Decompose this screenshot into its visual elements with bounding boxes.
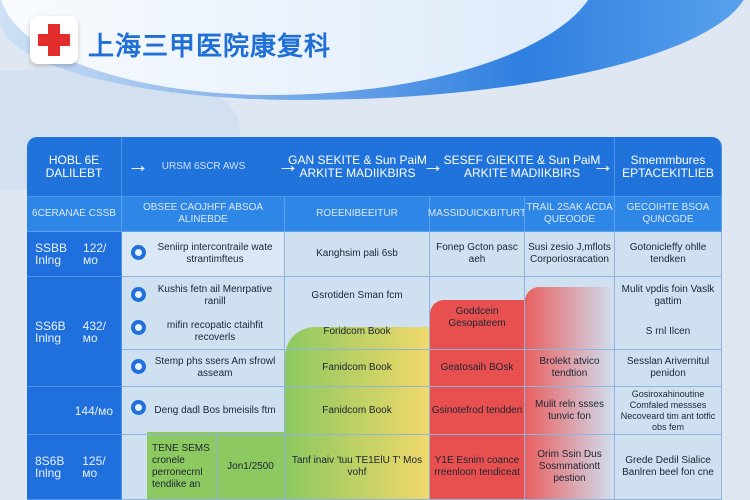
subheader-cell: 6CERANAE CSSB xyxy=(27,197,122,232)
table-cell: Mulit reln ssses tunvic fon xyxy=(525,387,615,435)
plan-price: 122/мо xyxy=(83,241,107,267)
table-cell: Gosiroxahinoutine Comfaled messses Necov… xyxy=(615,387,722,435)
row-label: 8S6B Inlng 125/мо xyxy=(27,435,122,500)
plan-price: 125/мо xyxy=(82,454,106,480)
plan-name: SS6B Inlng xyxy=(35,318,66,345)
progress-zone-green-yellow xyxy=(285,327,430,500)
table-cell: Foridcom Book xyxy=(285,314,430,350)
table-cell: Mulit vpdis foin Vaslk gattim xyxy=(615,277,722,314)
row-label: SS6B Inlng 432/мо xyxy=(27,277,122,387)
plan-price: 144/мо xyxy=(74,403,113,418)
table-cell: Orim Ssin Dus Sosmmationtt pestion xyxy=(525,435,615,500)
table-cell: Susi zesio J,mflots Corporiosracation xyxy=(525,232,615,277)
row-label: SSBB Inlng 122/мо xyxy=(27,232,122,277)
table-cell: Deng dadl Bos bmeisils ftm xyxy=(122,387,285,435)
table-cell xyxy=(525,277,615,350)
subheader-cell: OBSEE CAOJHFF ABSOA ALINEBDE xyxy=(122,197,285,232)
subheader-cell: GECOIHTE BSOA QUNCGDE xyxy=(615,197,722,232)
table-cell: Gotonicleffy ohlle tendken xyxy=(615,232,722,277)
table-cell: Fonep Gcton pasc aeh xyxy=(430,232,525,277)
table-cell: Geatosaih BOsk xyxy=(430,350,525,387)
header-cell: GAN SEKITE & Sun PaiM ARKITE MADIIKBIRS xyxy=(285,137,430,197)
arrow-right-icon: → xyxy=(127,152,149,177)
radio-icon[interactable] xyxy=(131,359,146,374)
plan-name: 8S6B Inlng xyxy=(35,454,65,480)
radio-icon[interactable] xyxy=(131,400,146,415)
subheader-cell: TRAIL 2SAK ACDA QUEOODE xyxy=(525,197,615,232)
table-cell: Grede Dedil Sialice Banlren beel fon cne xyxy=(615,435,722,500)
arrow-right-icon: → xyxy=(592,152,614,177)
radio-icon[interactable] xyxy=(131,320,146,335)
subheader-cell: ROEENIBEEITUR xyxy=(285,197,430,232)
table-cell: Gsrotiden Sman fcm xyxy=(285,277,430,314)
header-cell: SESEF GIEKITE & Sun PaiM ARKITE MADIIKBI… xyxy=(430,137,615,197)
table-cell: mifin recopatic ctaihfit recoverls xyxy=(122,314,285,350)
header-cell: HOBL 6E DALILEBT xyxy=(27,137,122,197)
radio-icon[interactable] xyxy=(131,245,146,260)
header-cell: URSM 6SCR AWS xyxy=(122,137,285,197)
header-cell: Smemmbures EPTACEKITLIEB xyxy=(615,137,722,197)
plan-price: 432/мо xyxy=(82,318,106,345)
rehab-plan-table: HOBL 6E DALILEBT URSM 6SCR AWS GAN SEKIT… xyxy=(27,137,722,500)
page-title: 上海三甲医院康复科 xyxy=(88,31,332,61)
table-cell: Fanidcom Book xyxy=(285,387,430,435)
row-label: 144/мо xyxy=(27,387,122,435)
table-cell: Stemp phs ssers Am sfrowl asseam xyxy=(122,350,285,387)
progress-zone-red xyxy=(430,300,525,500)
red-cross-logo-icon xyxy=(30,16,78,64)
subheader-cell: MASSIDUICKBITURT xyxy=(428,197,526,232)
arrow-right-icon: → xyxy=(277,152,299,177)
table-cell-date: Jon1/2500 xyxy=(217,435,285,500)
radio-icon[interactable] xyxy=(131,287,146,302)
table-cell: Kanghsim pali 6sb xyxy=(285,232,430,277)
arrow-right-icon: → xyxy=(422,152,444,177)
table-cell: Sesslan Arivernitul penidon xyxy=(615,350,722,387)
table-cell: Y1E Esnim coance rreenloon tendiceat xyxy=(430,435,525,500)
table-cell: Tanf inaiv 'tuu TE1ElU T' Mos vohf xyxy=(285,435,430,500)
table-cell: S rnl Ilcen xyxy=(615,314,722,350)
table-cell: Goddcein Gesopateem xyxy=(430,277,525,350)
table-cell: Brolekt atvico tendtion xyxy=(525,350,615,387)
table-cell: Fanidcom Book xyxy=(285,350,430,387)
plan-name: SSBB Inlng xyxy=(35,241,68,267)
table-cell: Kushis fetn ail Menrpative ranill xyxy=(122,277,285,314)
table-cell: Gsinotefrod tendden xyxy=(430,387,525,435)
table-cell: TENE SEMS cronele perronecrnl tendiike a… xyxy=(122,435,217,500)
progress-zone-red-fade xyxy=(525,287,615,500)
table-cell: Seniirp intercontraile wate strantimfteu… xyxy=(122,232,285,277)
